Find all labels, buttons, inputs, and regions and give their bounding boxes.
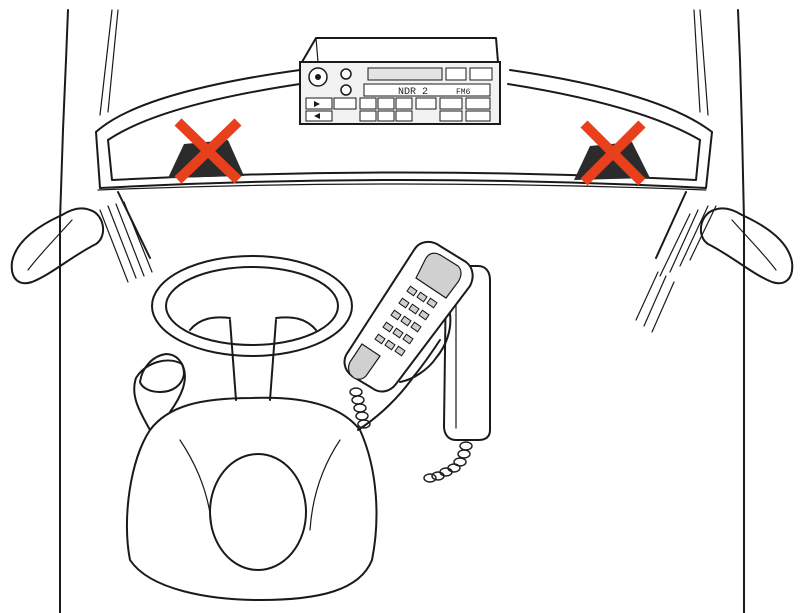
car-radio: NDR 2 FM6 [300,38,500,124]
right-mirror [701,208,792,283]
radio-buttons-row-1 [306,98,490,109]
balance-knob-icon [341,85,351,95]
driver-head [210,454,306,570]
tune-knob-icon [341,69,351,79]
left-mirror [12,208,103,283]
left-speaker-position [168,122,244,180]
radio-display-station: NDR 2 [398,87,428,98]
mobile-handset [345,242,473,392]
right-speaker-position [574,124,650,182]
coiled-cord-right [424,442,472,482]
radio-display-band: FM6 [456,88,471,97]
